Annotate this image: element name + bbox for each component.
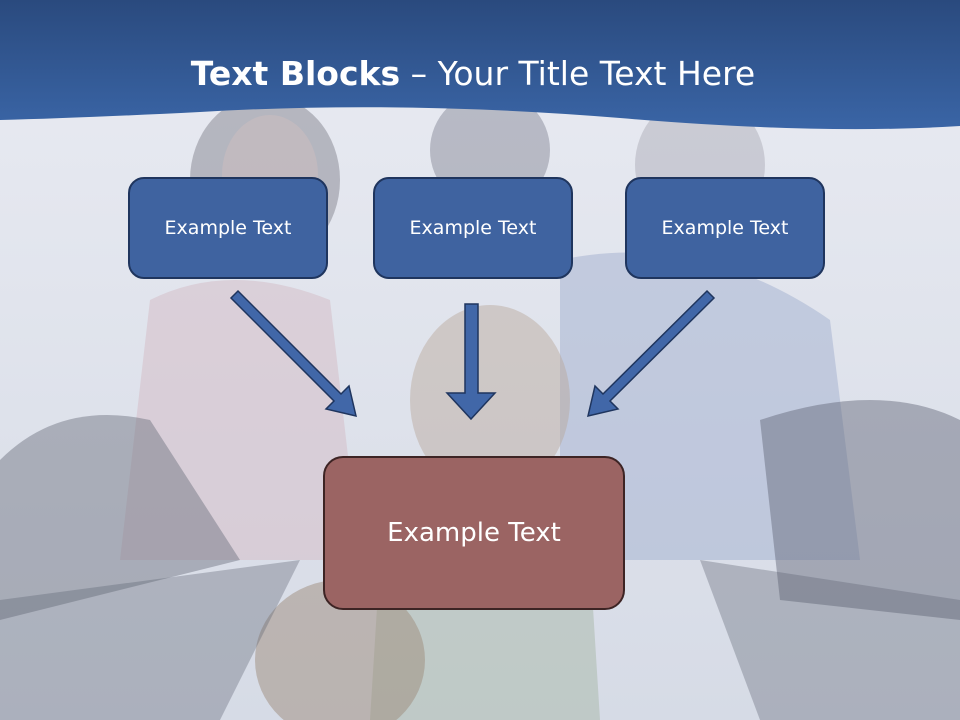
slide-title: Text Blocks – Your Title Text Here xyxy=(0,52,946,96)
title-rest: – Your Title Text Here xyxy=(400,54,756,93)
text-block-3[interactable]: Example Text xyxy=(625,177,825,279)
text-block-3-label: Example Text xyxy=(661,217,789,239)
target-text-block-label: Example Text xyxy=(387,518,561,548)
text-block-2[interactable]: Example Text xyxy=(373,177,573,279)
text-block-1[interactable]: Example Text xyxy=(128,177,328,279)
header-banner xyxy=(0,0,960,130)
text-block-1-label: Example Text xyxy=(164,217,292,239)
target-text-block[interactable]: Example Text xyxy=(323,456,625,610)
title-bold: Text Blocks xyxy=(190,54,401,93)
text-block-2-label: Example Text xyxy=(409,217,537,239)
